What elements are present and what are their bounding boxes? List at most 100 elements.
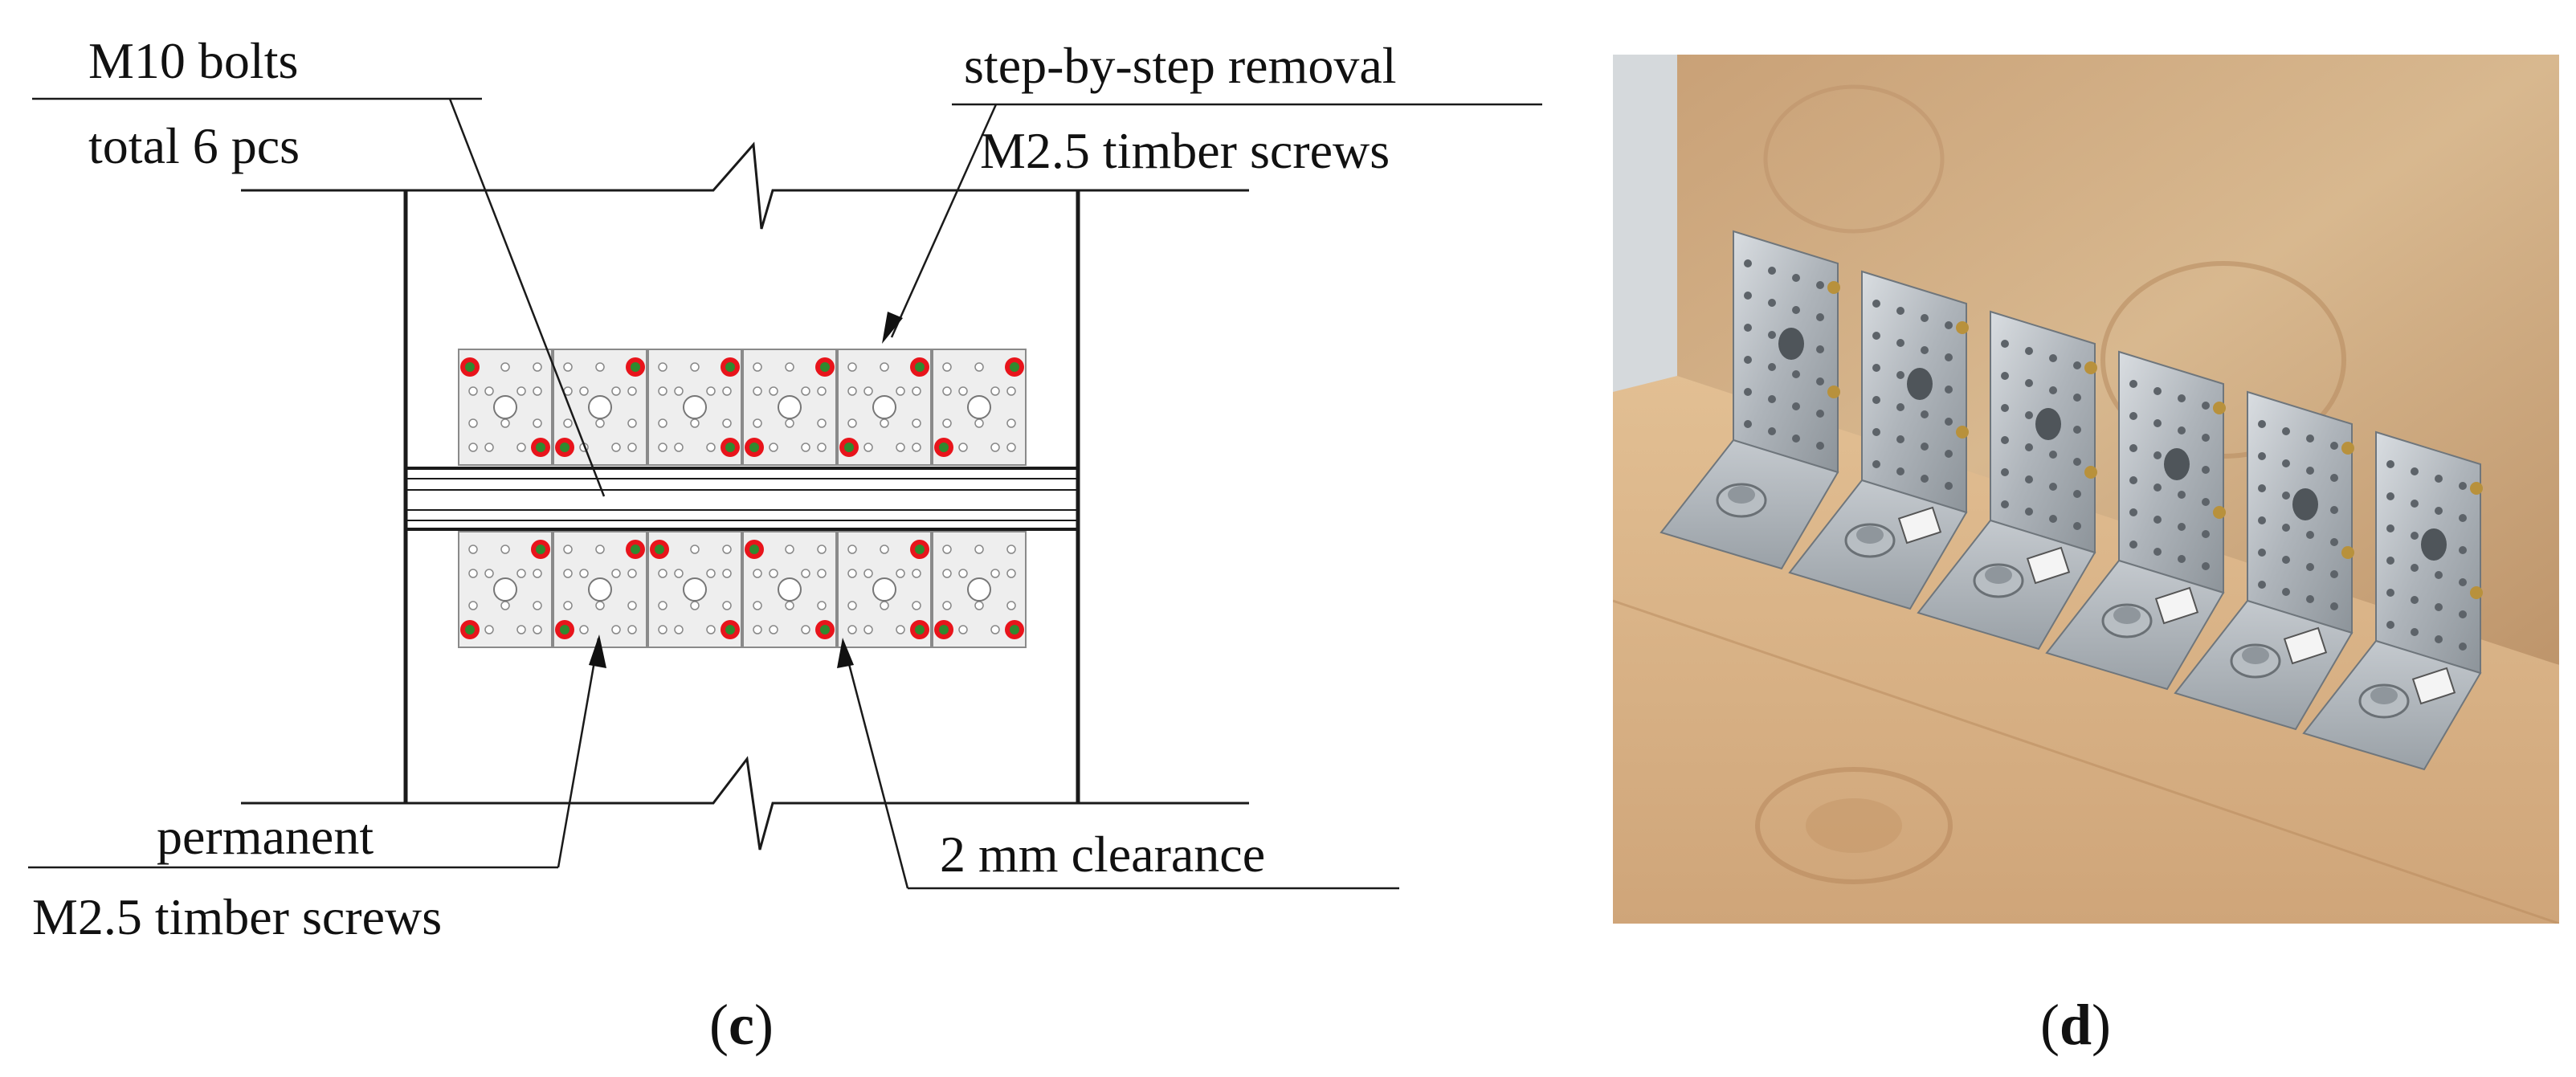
plate-hole — [500, 601, 510, 610]
bracket-hole — [1872, 300, 1880, 308]
photo-bracket-row — [1659, 230, 2483, 771]
plate-hole — [674, 443, 684, 452]
angle-bracket-plate — [837, 531, 932, 648]
bracket-hole — [1744, 259, 1752, 267]
bracket-hole — [2178, 426, 2186, 434]
bolt-hole — [588, 577, 612, 602]
bracket-hole — [1792, 306, 1800, 314]
bracket-hole — [2049, 483, 2057, 491]
bracket-hole — [1744, 324, 1752, 332]
plate-hole — [753, 362, 762, 372]
bracket-hole — [2073, 522, 2081, 530]
bracket-hole — [2386, 460, 2394, 468]
bolt-hole — [683, 395, 707, 419]
bracket-hole — [2330, 442, 2338, 450]
bolt-head — [1985, 566, 2012, 584]
bracket-sticker — [2154, 586, 2199, 625]
bracket-hole — [2282, 556, 2290, 564]
bracket-hole — [1816, 345, 1824, 353]
bracket-hole — [1872, 332, 1880, 340]
bracket-hole — [1744, 292, 1752, 300]
plate-hole — [769, 569, 778, 578]
bracket-hole — [1945, 353, 1953, 361]
bracket-hole — [2258, 581, 2266, 589]
timber-screw-head — [465, 625, 475, 634]
plate-hole — [942, 569, 952, 578]
plate-hole — [690, 545, 700, 554]
plate-hole — [533, 625, 542, 634]
removal-label-line1: step-by-step removal — [964, 37, 1397, 94]
timber-screw-head — [655, 545, 664, 554]
plate-hole — [847, 601, 857, 610]
bracket-large-hole — [1907, 368, 1933, 400]
timber-screw-head — [939, 443, 949, 452]
plate-hole — [468, 545, 478, 554]
bracket-hole — [2073, 361, 2081, 369]
photo-screw — [1956, 426, 1969, 439]
permanent-leader — [557, 638, 600, 868]
photo-angle-bracket — [2174, 390, 2354, 731]
plate-hole — [500, 362, 510, 372]
bracket-hole — [2282, 459, 2290, 467]
timber-screw-head — [915, 545, 925, 554]
plate-hole — [912, 601, 921, 610]
bracket-hole — [2202, 562, 2210, 570]
bracket-hole — [2306, 434, 2314, 443]
plate-hole — [468, 418, 478, 428]
timber-screw-head — [631, 545, 640, 554]
bracket-hole — [2153, 451, 2162, 459]
plate-hole — [533, 601, 542, 610]
bracket-hole — [2129, 412, 2137, 420]
plate-hole — [785, 362, 794, 372]
plate-hole — [785, 545, 794, 554]
plate-hole — [563, 569, 573, 578]
bracket-hole — [1872, 460, 1880, 468]
plate-hole — [912, 418, 921, 428]
bracket-hole — [2386, 621, 2394, 629]
timber-screw-head — [725, 443, 735, 452]
plate-hole — [468, 569, 478, 578]
plate-hole — [484, 443, 494, 452]
timber-frame — [241, 141, 1249, 851]
bracket-hole — [2129, 476, 2137, 484]
bracket-hole — [1768, 267, 1776, 275]
plate-hole — [722, 545, 732, 554]
plate-hole — [595, 601, 605, 610]
plate-hole — [658, 362, 667, 372]
bracket-hole — [1872, 428, 1880, 436]
plate-hole — [690, 418, 700, 428]
angle-bracket-plate — [647, 349, 742, 466]
arrowheads — [589, 312, 903, 668]
bracket-hole — [1768, 299, 1776, 307]
plate-hole — [674, 569, 684, 578]
bracket-hole — [2153, 419, 2162, 427]
bolt-head — [2242, 647, 2269, 664]
plate-hole — [785, 601, 794, 610]
bracket-hole — [2025, 443, 2033, 451]
caption-c: (c) — [709, 993, 774, 1057]
bracket-hole — [2282, 524, 2290, 532]
plate-hole — [627, 418, 637, 428]
plate-hole — [974, 545, 984, 554]
bracket-hole — [1816, 313, 1824, 321]
permanent-label-line1: permanent — [157, 808, 374, 865]
plate-hole — [817, 601, 827, 610]
permanent-arrowhead — [589, 634, 606, 668]
plate-hole — [847, 625, 857, 634]
plate-hole — [706, 443, 716, 452]
horizontal-beam — [404, 467, 1080, 531]
plate-hole — [563, 601, 573, 610]
plate-hole — [690, 362, 700, 372]
plate-hole — [753, 418, 762, 428]
bracket-hole — [1896, 435, 1904, 443]
plate-hole — [990, 569, 1000, 578]
plate-hole — [769, 386, 778, 396]
bolt-hole — [967, 577, 991, 602]
bracket-hole — [2153, 516, 2162, 524]
plate-hole — [817, 386, 827, 396]
bracket-hole — [2025, 347, 2033, 355]
bracket-sticker — [2283, 626, 2328, 665]
bracket-hole — [1945, 321, 1953, 329]
plate-hole — [595, 418, 605, 428]
